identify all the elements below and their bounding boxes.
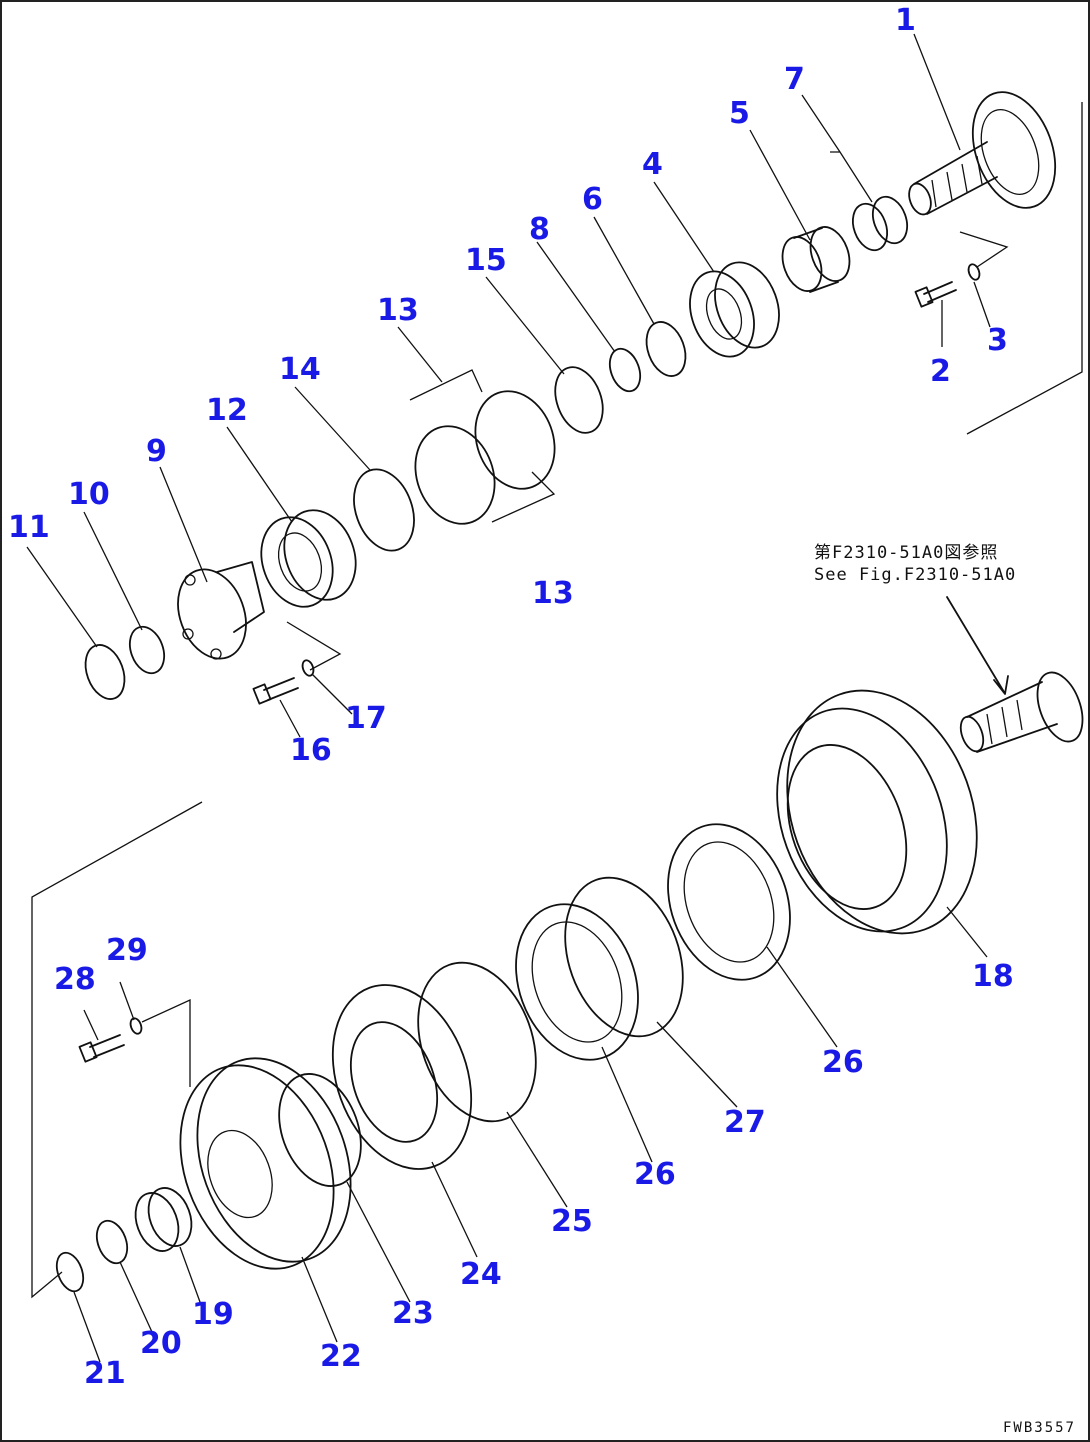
part-piston-24 bbox=[331, 984, 473, 1170]
part-housing-18 bbox=[776, 689, 978, 935]
part-bolt-2 bbox=[914, 281, 957, 308]
part-bearing-19 bbox=[134, 1187, 193, 1252]
part-bearing-12 bbox=[260, 509, 357, 608]
part-label-18: 18 bbox=[972, 959, 1014, 994]
part-label-8: 8 bbox=[529, 212, 550, 247]
part-ring-6 bbox=[645, 321, 687, 377]
part-ring-10 bbox=[128, 625, 166, 675]
part-plate-27 bbox=[564, 876, 684, 1038]
part-label-26-right: 26 bbox=[822, 1045, 864, 1080]
reference-note: 第F2310-51A0図参照 See Fig.F2310-51A0 bbox=[814, 542, 1016, 586]
leader-lines bbox=[26, 33, 991, 1363]
part-label-13-upper: 13 bbox=[377, 293, 419, 328]
part-label-9: 9 bbox=[146, 434, 167, 469]
reference-arrow bbox=[946, 596, 1009, 695]
part-label-27: 27 bbox=[724, 1105, 766, 1140]
leader-group-16-17 bbox=[286, 621, 342, 671]
part-bushing-5 bbox=[781, 226, 851, 293]
part-bolt-28 bbox=[78, 1034, 125, 1063]
part-label-11: 11 bbox=[8, 510, 50, 545]
part-label-10: 10 bbox=[68, 477, 110, 512]
part-label-13-lower: 13 bbox=[532, 576, 574, 611]
reference-note-jp: 第F2310-51A0図参照 bbox=[814, 543, 999, 563]
drawing-code: FWB3557 bbox=[1002, 1420, 1076, 1436]
part-washer-17 bbox=[301, 659, 315, 677]
assembly-axis-lower bbox=[31, 801, 203, 1299]
reference-note-en: See Fig.F2310-51A0 bbox=[814, 565, 1017, 586]
leader-group-2-3 bbox=[959, 231, 1009, 268]
part-label-15: 15 bbox=[465, 243, 507, 278]
part-shaft-1 bbox=[908, 91, 1057, 216]
part-label-16: 16 bbox=[290, 733, 332, 768]
part-label-26-left: 26 bbox=[634, 1157, 676, 1192]
part-cap-21 bbox=[55, 1251, 85, 1293]
part-label-21: 21 bbox=[84, 1356, 126, 1391]
part-label-2: 2 bbox=[930, 354, 951, 389]
part-label-25: 25 bbox=[551, 1204, 593, 1239]
part-label-19: 19 bbox=[192, 1297, 234, 1332]
part-bolt-16 bbox=[252, 677, 299, 705]
part-label-14: 14 bbox=[279, 352, 321, 387]
part-label-29: 29 bbox=[106, 933, 148, 968]
part-label-7: 7 bbox=[784, 62, 805, 97]
part-ring-25 bbox=[417, 961, 537, 1123]
part-label-22: 22 bbox=[320, 1339, 362, 1374]
part-reference-shaft bbox=[959, 671, 1084, 753]
part-label-24: 24 bbox=[460, 1257, 502, 1292]
part-ring-20 bbox=[95, 1219, 129, 1265]
leader-group-28-29 bbox=[141, 998, 191, 1087]
part-label-6: 6 bbox=[582, 182, 603, 217]
part-disc-26a bbox=[667, 823, 791, 981]
part-label-3: 3 bbox=[987, 323, 1008, 358]
part-label-4: 4 bbox=[642, 147, 663, 182]
part-washer-3 bbox=[967, 263, 981, 281]
part-shims-13 bbox=[409, 369, 556, 525]
part-ring-11 bbox=[84, 644, 126, 700]
part-disc-26b bbox=[515, 903, 639, 1061]
part-label-20: 20 bbox=[140, 1326, 182, 1361]
part-ring-15 bbox=[554, 366, 604, 434]
part-rings-7 bbox=[851, 195, 909, 252]
part-label-28: 28 bbox=[54, 962, 96, 997]
part-label-17: 17 bbox=[345, 701, 387, 736]
part-label-5: 5 bbox=[729, 96, 750, 131]
part-snapring-8 bbox=[608, 347, 642, 393]
part-bearing-4 bbox=[689, 261, 780, 358]
assembly-axis-upper bbox=[966, 102, 1083, 435]
part-cover-22 bbox=[179, 1057, 352, 1270]
part-washer-29 bbox=[129, 1017, 143, 1035]
part-flange-9 bbox=[177, 561, 265, 660]
part-label-12: 12 bbox=[206, 393, 248, 428]
part-label-23: 23 bbox=[392, 1296, 434, 1331]
part-oring-14 bbox=[353, 468, 415, 552]
part-label-1: 1 bbox=[895, 3, 916, 38]
